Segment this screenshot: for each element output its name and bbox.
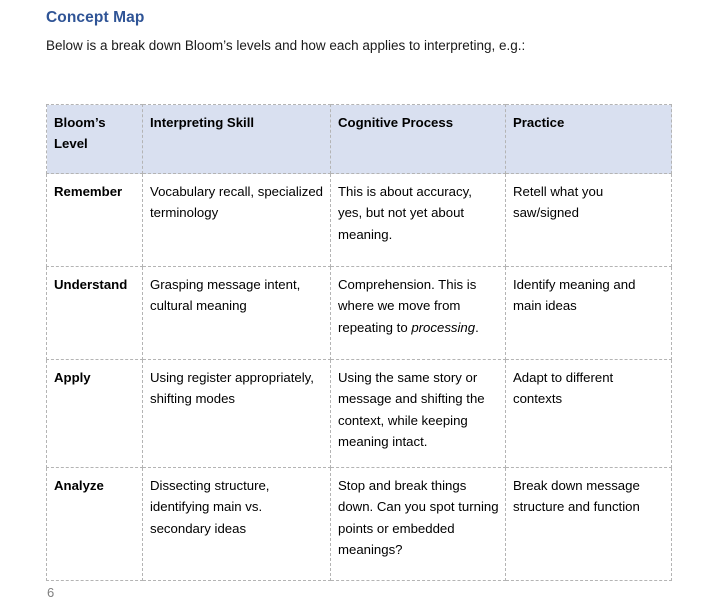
table-body: Remember Vocabulary recall, specialized … bbox=[46, 173, 672, 581]
cell-interpreting-skill: Grasping message intent, cultural meanin… bbox=[142, 266, 331, 360]
cell-cognitive-process: Comprehension. This is where we move fro… bbox=[330, 266, 506, 360]
table-row: Understand Grasping message intent, cult… bbox=[46, 266, 672, 360]
cell-practice: Identify meaning and main ideas bbox=[505, 266, 672, 360]
cell-cognitive-process: Using the same story or message and shif… bbox=[330, 359, 506, 468]
cell-cognitive-process: This is about accuracy, yes, but not yet… bbox=[330, 173, 506, 267]
cell-level: Remember bbox=[46, 173, 143, 267]
cell-practice: Adapt to different contexts bbox=[505, 359, 672, 468]
cell-interpreting-skill: Vocabulary recall, specialized terminolo… bbox=[142, 173, 331, 267]
concept-map-table: Bloom’s Level Interpreting Skill Cogniti… bbox=[46, 104, 672, 581]
cp-text-emphasis: processing bbox=[411, 319, 476, 335]
cp-text-pre: Using the same story or message and shif… bbox=[338, 370, 485, 450]
table-header-row: Bloom’s Level Interpreting Skill Cogniti… bbox=[46, 104, 672, 174]
cell-level: Analyze bbox=[46, 467, 143, 581]
table-row: Apply Using register appropriately, shif… bbox=[46, 359, 672, 468]
table-row: Remember Vocabulary recall, specialized … bbox=[46, 173, 672, 267]
cp-text-pre: Comprehension. This is where we move fro… bbox=[338, 277, 477, 335]
page-number: 6 bbox=[47, 585, 55, 600]
column-header-blooms-level: Bloom’s Level bbox=[46, 104, 143, 174]
cp-text-post: . bbox=[475, 319, 479, 335]
cell-level: Apply bbox=[46, 359, 143, 468]
column-header-cognitive-process: Cognitive Process bbox=[330, 104, 506, 174]
table-header: Bloom’s Level Interpreting Skill Cogniti… bbox=[46, 104, 672, 174]
cell-cognitive-process: Stop and break things down. Can you spot… bbox=[330, 467, 506, 581]
cell-interpreting-skill: Dissecting structure, identifying main v… bbox=[142, 467, 331, 581]
column-header-interpreting-skill: Interpreting Skill bbox=[142, 104, 331, 174]
cell-practice: Retell what you saw/signed bbox=[505, 173, 672, 267]
cp-text-pre: Stop and break things down. Can you spot… bbox=[338, 478, 499, 558]
column-header-practice: Practice bbox=[505, 104, 672, 174]
table-row: Analyze Dissecting structure, identifyin… bbox=[46, 467, 672, 581]
page-title: Concept Map bbox=[46, 9, 145, 26]
cp-text-pre: This is about accuracy, yes, but not yet… bbox=[338, 184, 472, 242]
intro-paragraph: Below is a break down Bloom’s levels and… bbox=[46, 38, 526, 53]
cell-level: Understand bbox=[46, 266, 143, 360]
cell-interpreting-skill: Using register appropriately, shifting m… bbox=[142, 359, 331, 468]
cell-practice: Break down message structure and functio… bbox=[505, 467, 672, 581]
